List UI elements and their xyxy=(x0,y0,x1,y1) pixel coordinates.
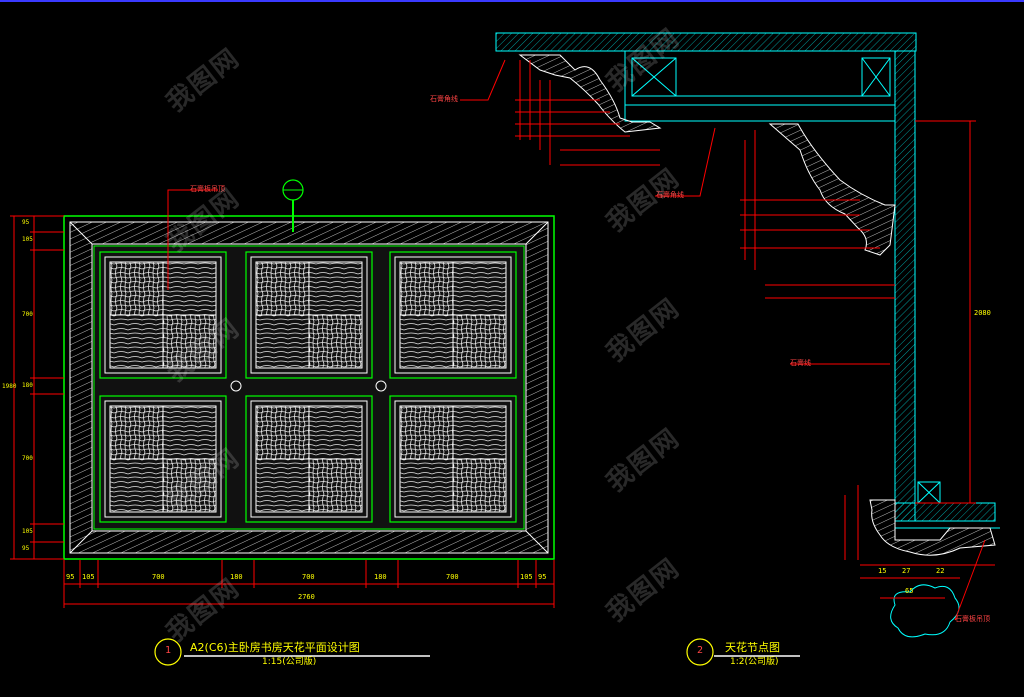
dim-label: 95 xyxy=(66,573,75,581)
detail-dims xyxy=(460,59,995,621)
dim-label: 180 xyxy=(22,382,33,389)
detail-dim-label: 27 xyxy=(902,567,911,575)
title1-scale: 1:15(公司版) xyxy=(262,657,317,667)
dim-label: 95 xyxy=(538,573,547,581)
dim-label: 700 xyxy=(22,455,33,462)
cloud-callout xyxy=(890,584,960,638)
dim-label: 95 xyxy=(22,545,30,552)
title2-number: 2 xyxy=(697,645,704,656)
section-marker xyxy=(282,179,304,232)
ceiling-node-detail xyxy=(495,32,1000,638)
detail-tag-1: 石膏角线 xyxy=(430,95,458,103)
cornice-profile-bottom xyxy=(869,499,996,556)
window-top-edge xyxy=(0,0,1024,2)
dim-label: 700 xyxy=(446,573,459,581)
detail-tag-2: 石膏角线 xyxy=(656,191,684,199)
detail-dim-label: 65 xyxy=(905,587,914,595)
detail-dim-label: 22 xyxy=(936,567,945,575)
plan-panel xyxy=(245,251,373,379)
dim-label: 95 xyxy=(22,219,30,226)
dim-label: 105 xyxy=(22,236,33,243)
beam-box xyxy=(624,50,896,122)
title2-badge xyxy=(686,638,714,666)
plan-dims-left xyxy=(10,215,64,560)
title1-badge xyxy=(154,638,182,666)
dim-total-width: 2760 xyxy=(298,593,315,601)
plan-panel xyxy=(389,251,517,379)
plan-panel xyxy=(99,395,227,523)
plan-panel xyxy=(245,395,373,523)
plan-outer-frame xyxy=(63,215,555,560)
dim-label: 180 xyxy=(374,573,387,581)
title1-text: A2(C6)主卧房书房天花平面设计图 xyxy=(190,641,360,654)
title2-scale: 1:2(公司版) xyxy=(730,657,779,667)
plan-panel-grid xyxy=(99,251,517,523)
detail-dim-height: 2080 xyxy=(974,309,991,317)
cornice-profile-top xyxy=(518,54,662,133)
plan-callout-tag: 石膏板吊顶 xyxy=(190,185,225,193)
dim-label: 105 xyxy=(520,573,533,581)
plan-panel xyxy=(99,251,227,379)
detail-tag-3: 石膏线 xyxy=(790,359,811,367)
plan-panel xyxy=(389,395,517,523)
cornice-profile-right xyxy=(768,123,896,256)
wall-right xyxy=(894,50,916,522)
detail-dim-label: 15 xyxy=(878,567,887,575)
dim-label: 180 xyxy=(230,573,243,581)
plan-dims-bottom xyxy=(63,560,555,608)
ceiling-plan xyxy=(10,179,555,608)
dim-label: 700 xyxy=(152,573,165,581)
slab-top xyxy=(495,32,917,52)
dim-label: 105 xyxy=(82,573,95,581)
dim-total-height: 1980 xyxy=(2,383,17,390)
title1-number: 1 xyxy=(165,645,172,656)
plan-leader xyxy=(167,189,218,290)
detail-tag-4: 石膏板吊顶 xyxy=(955,615,990,623)
dim-label: 700 xyxy=(302,573,315,581)
title2-text: 天花节点图 xyxy=(725,641,780,654)
dim-label: 700 xyxy=(22,311,33,318)
dim-label: 105 xyxy=(22,528,33,535)
slab-bottom xyxy=(894,502,996,522)
